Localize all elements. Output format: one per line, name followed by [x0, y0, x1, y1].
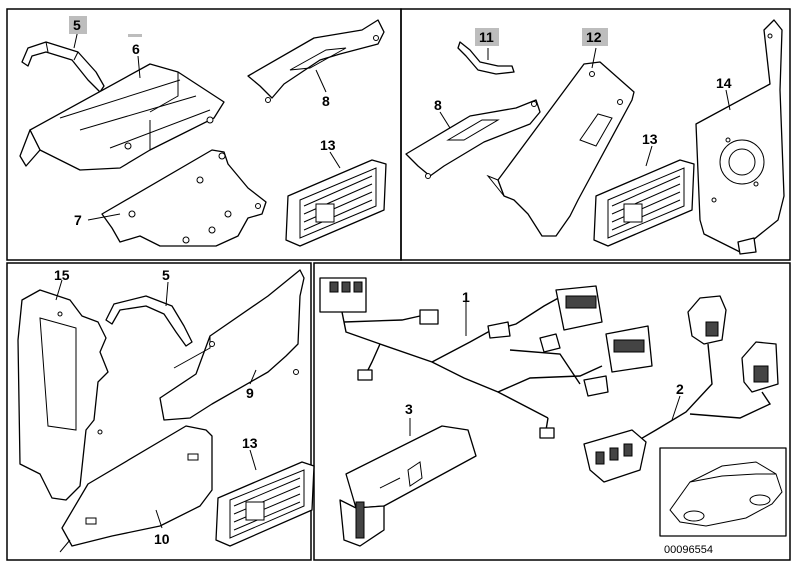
- panel-bottom-left: [6, 262, 312, 561]
- label-5-top: 5: [73, 17, 81, 33]
- label-15: 15: [54, 267, 70, 283]
- bracket-part-15: [17, 289, 109, 501]
- bracket-part-9: [159, 269, 305, 421]
- bracket-part-7: [101, 149, 267, 247]
- label-6: 6: [132, 41, 140, 57]
- part-labels: 5 6 8 7 13 11 12 8 13 14 15 5 9 13 10 1 …: [54, 17, 732, 547]
- bracket-part-8-right: [405, 99, 541, 179]
- label-8-right: 8: [434, 97, 442, 113]
- label-2: 2: [676, 381, 684, 397]
- bracket-part-5-bottom: [105, 295, 193, 347]
- bracket-part-14: [695, 19, 785, 255]
- wiring-harness-part-2: [583, 295, 779, 483]
- label-10: 10: [154, 531, 170, 547]
- label-3: 3: [405, 401, 413, 417]
- panel-top-right: [400, 8, 791, 261]
- label-7: 7: [74, 212, 82, 228]
- leader-lines: [55, 29, 731, 529]
- bracket-part-10: [59, 425, 213, 553]
- control-module-part-3: [339, 425, 477, 547]
- label-13-bottom: 13: [242, 435, 258, 451]
- control-unit-part-13-right: [593, 159, 695, 247]
- control-unit-part-13-bottom: [215, 461, 315, 547]
- bracket-part-12: [486, 61, 635, 237]
- reference-number: 00096554: [664, 544, 713, 556]
- bracket-part-5-top: [21, 41, 105, 93]
- bracket-part-11: [457, 41, 515, 75]
- vehicle-locator-inset: [659, 447, 787, 537]
- label-12: 12: [586, 29, 602, 45]
- label-8-top: 8: [322, 93, 330, 109]
- panel-bottom-right: [313, 262, 791, 561]
- bracket-part-6: [19, 63, 225, 171]
- wiring-harness-part-1: [319, 277, 653, 439]
- label-9: 9: [246, 385, 254, 401]
- bracket-part-8-top: [247, 19, 385, 103]
- label-highlights: [69, 16, 608, 46]
- label-13-right: 13: [642, 131, 658, 147]
- control-unit-part-13-top: [285, 159, 387, 247]
- label-11: 11: [479, 29, 494, 45]
- label-14: 14: [716, 75, 732, 91]
- label-5-bottom: 5: [162, 267, 170, 283]
- label-1: 1: [462, 289, 470, 305]
- label-13-top: 13: [320, 137, 336, 153]
- panel-frames: [6, 8, 791, 561]
